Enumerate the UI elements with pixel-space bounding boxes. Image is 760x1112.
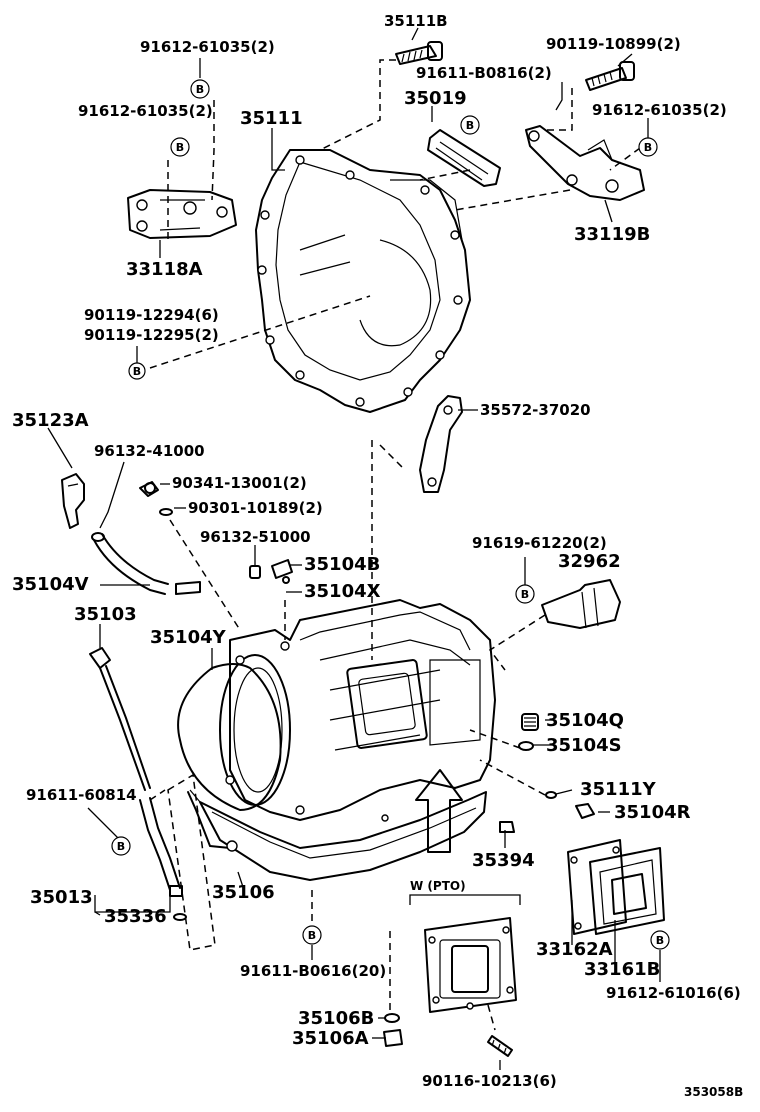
label-90119-12295: 90119-12295(2) bbox=[84, 326, 219, 344]
label-35104S: 35104S bbox=[546, 735, 622, 756]
label-35572-37020: 35572-37020 bbox=[480, 401, 591, 419]
label-32962: 32962 bbox=[558, 551, 621, 572]
label-33162A: 33162A bbox=[536, 939, 613, 960]
oil-pan-35106-icon bbox=[187, 789, 487, 881]
b-marker-icon: B bbox=[302, 925, 322, 945]
stud-90116-10213-icon bbox=[487, 1035, 513, 1057]
bolt-90119-10899-icon bbox=[585, 61, 635, 91]
washer-90301-10189-icon bbox=[159, 508, 173, 516]
label-91612-61035-a: 91612-61035(2) bbox=[140, 38, 275, 56]
b-marker-label: B bbox=[521, 588, 529, 601]
label-91611-B0816: 91611-B0816(2) bbox=[416, 64, 552, 82]
part-labels: 35111B 91612-61035(2) 90119-10899(2) 916… bbox=[12, 12, 743, 1099]
b-marker-icon: B bbox=[111, 836, 131, 856]
bolt-35111B-icon bbox=[395, 41, 443, 65]
label-91612-61016: 91612-61016(6) bbox=[606, 984, 741, 1002]
label-35103: 35103 bbox=[74, 604, 137, 625]
figure-code: 353058B bbox=[684, 1085, 743, 1099]
label-96132-51000: 96132-51000 bbox=[200, 528, 311, 546]
label-90119-12294: 90119-12294(6) bbox=[84, 306, 219, 324]
label-91611-B0616: 91611-B0616(20) bbox=[240, 962, 386, 980]
label-35019: 35019 bbox=[404, 88, 467, 109]
bracket-33118A-icon bbox=[127, 189, 237, 239]
o-ring-35336-icon bbox=[173, 913, 187, 921]
b-marker-label: B bbox=[196, 83, 204, 96]
b-marker-icon: B bbox=[638, 137, 658, 157]
label-35104B: 35104B bbox=[304, 554, 380, 575]
label-35104V: 35104V bbox=[12, 574, 89, 595]
b-marker-label: B bbox=[133, 365, 141, 378]
bracket-35019-icon bbox=[427, 129, 501, 187]
label-33118A: 33118A bbox=[126, 259, 203, 280]
pto-cover-icon bbox=[424, 917, 517, 1013]
b-marker-icon: B bbox=[515, 584, 535, 604]
transmission-case-icon bbox=[219, 599, 496, 821]
label-90301-10189: 90301-10189(2) bbox=[188, 499, 323, 517]
b-marker-label: B bbox=[466, 119, 474, 132]
label-35111: 35111 bbox=[240, 108, 303, 129]
label-35104R: 35104R bbox=[614, 802, 691, 823]
label-35394: 35394 bbox=[472, 850, 535, 871]
plug-35394-icon bbox=[499, 821, 515, 833]
b-marker-label: B bbox=[117, 840, 125, 853]
label-35104Y: 35104Y bbox=[150, 627, 227, 648]
label-90116-10213: 90116-10213(6) bbox=[422, 1072, 557, 1090]
b-marker-icon: B bbox=[170, 137, 190, 157]
b-marker-icon: B bbox=[650, 930, 670, 950]
plate-33161B-icon bbox=[589, 847, 665, 935]
tube-35013-icon bbox=[139, 797, 183, 897]
plug-35104Q-icon bbox=[521, 713, 539, 731]
gasket-35106B-icon bbox=[384, 1013, 400, 1023]
label-33119B: 33119B bbox=[574, 224, 650, 245]
o-ring-35111Y-icon bbox=[545, 791, 557, 799]
label-90119-10899: 90119-10899(2) bbox=[546, 35, 681, 53]
label-91611-60814: 91611-60814 bbox=[26, 786, 137, 804]
bracket-33119B-icon bbox=[525, 125, 645, 201]
lever-35572-37020-icon bbox=[419, 395, 463, 493]
label-35336: 35336 bbox=[104, 906, 167, 927]
label-35104X: 35104X bbox=[304, 581, 381, 602]
label-91619-61220: 91619-61220(2) bbox=[472, 534, 607, 552]
drain-plug-35106A-icon bbox=[383, 1029, 403, 1047]
label-pto: W (PTO) bbox=[410, 879, 466, 893]
b-marker-label: B bbox=[644, 141, 652, 154]
label-96132-41000: 96132-41000 bbox=[94, 442, 205, 460]
plug-35104R-icon bbox=[575, 803, 595, 819]
bolt-90341-13001-icon bbox=[139, 481, 159, 497]
b-marker-icon: B bbox=[460, 115, 480, 135]
b-marker-label: B bbox=[656, 934, 664, 947]
label-35104Q: 35104Q bbox=[546, 710, 624, 731]
label-35106: 35106 bbox=[212, 882, 275, 903]
dipstick-35103-icon bbox=[89, 647, 151, 791]
cover-32962-icon bbox=[541, 579, 621, 629]
o-ring-35104S-icon bbox=[518, 741, 534, 751]
arrow-pointer-icon bbox=[415, 769, 463, 853]
label-35111Y: 35111Y bbox=[580, 779, 657, 800]
clamp-35123A-icon bbox=[61, 473, 85, 529]
b-marker-icon: B bbox=[128, 362, 146, 380]
hose-35104V-icon bbox=[91, 532, 201, 595]
label-91612-61035-c: 91612-61035(2) bbox=[592, 101, 727, 119]
label-35106B: 35106B bbox=[298, 1008, 374, 1029]
gasket-33162A-icon bbox=[567, 839, 627, 935]
fitting-35104B-icon bbox=[249, 559, 293, 584]
bell-housing-35111-icon bbox=[255, 149, 471, 413]
b-marker-label: B bbox=[308, 929, 316, 942]
gasket-35104Y-icon bbox=[177, 663, 282, 811]
label-35123A: 35123A bbox=[12, 410, 89, 431]
label-90341-13001: 90341-13001(2) bbox=[172, 474, 307, 492]
label-35013: 35013 bbox=[30, 887, 93, 908]
b-marker-icon: B bbox=[190, 79, 210, 99]
label-33161B: 33161B bbox=[584, 959, 660, 980]
label-35111B: 35111B bbox=[384, 12, 448, 30]
b-marker-label: B bbox=[176, 141, 184, 154]
label-91612-61035-b: 91612-61035(2) bbox=[78, 102, 213, 120]
label-35106A: 35106A bbox=[292, 1028, 369, 1049]
